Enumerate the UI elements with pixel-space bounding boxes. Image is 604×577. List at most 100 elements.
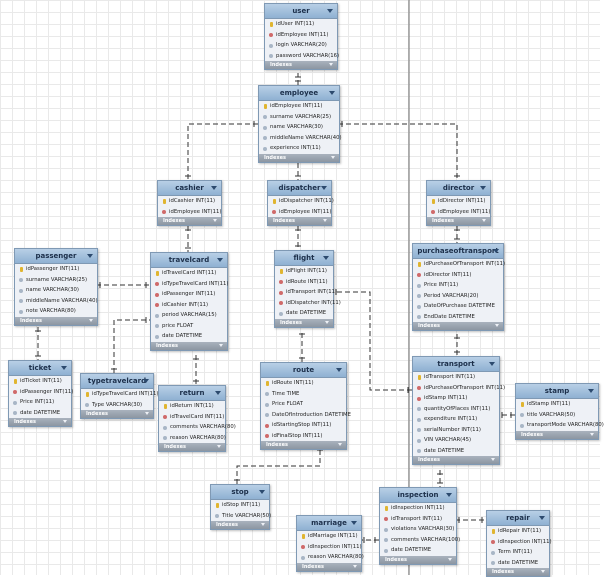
collapse-arrow-icon[interactable] [539,516,545,520]
column-row[interactable]: idPassenger INT(11) [15,264,97,275]
expand-indexes-icon[interactable] [448,557,452,561]
column-row[interactable]: note VARCHAR(80) [15,306,97,317]
column-row[interactable]: date DATETIME [275,308,333,319]
expand-indexes-icon[interactable] [63,420,67,423]
column-row[interactable]: middleName VARCHAR(40) [259,133,342,144]
column-row[interactable]: date DATETIME [9,408,71,419]
indexes-footer[interactable]: Indexes [380,555,456,564]
column-row[interactable]: violations VARCHAR(30) [380,524,456,535]
indexes-footer[interactable]: Indexes [275,318,333,327]
column-row[interactable]: reason VARCHAR(80) [159,433,226,444]
column-row[interactable]: title VARCHAR(50) [516,410,598,421]
column-row[interactable]: comments VARCHAR(100) [380,535,460,546]
collapse-arrow-icon[interactable] [446,493,452,497]
column-row[interactable]: transportMode VARCHAR(80) [516,420,604,431]
table-header-inspection[interactable]: inspection [380,488,456,503]
column-row[interactable]: serialNumber INT(11) [413,425,499,436]
column-row[interactable]: DateOfIntroduction DATETIME [261,410,351,421]
expand-indexes-icon[interactable] [219,343,223,347]
table-header-transport[interactable]: transport [413,357,499,372]
column-row[interactable]: idInspection INT(11) [297,542,362,553]
column-row[interactable]: VIN VARCHAR(45) [413,435,499,446]
column-row[interactable]: idRoute INT(11) [261,378,346,389]
column-row[interactable]: idTypeTravelCard INT(11) [81,389,158,400]
table-header-cashier[interactable]: cashier [158,181,221,196]
column-row[interactable]: idTransport INT(11) [275,287,337,298]
column-row[interactable]: idEmployee INT(11) [259,101,339,112]
column-row[interactable]: idFlight INT(11) [275,266,333,277]
indexes-footer[interactable]: Indexes [15,316,97,325]
column-row[interactable]: idPurchaseOfTransport INT(11) [413,259,505,270]
column-row[interactable]: idTicket INT(11) [9,376,71,387]
column-row[interactable]: password VARCHAR(16) [265,51,339,62]
table-header-route[interactable]: route [261,363,346,378]
collapse-arrow-icon[interactable] [211,186,217,190]
collapse-arrow-icon[interactable] [327,9,333,13]
column-row[interactable]: name VARCHAR(30) [15,285,97,296]
indexes-footer[interactable]: Indexes [158,217,221,225]
column-row[interactable]: idInspection INT(11) [487,537,552,548]
table-header-ticket[interactable]: ticket [9,361,71,376]
relation-stop-to-route[interactable] [236,446,321,484]
indexes-footer[interactable]: Indexes [151,341,227,350]
table-header-stop[interactable]: stop [211,485,269,500]
relation-employee-to-cashier[interactable] [187,123,258,180]
column-row[interactable]: idDirector INT(11) [427,196,490,207]
collapse-arrow-icon[interactable] [336,368,342,372]
column-row[interactable]: idFinalStop INT(11) [261,431,346,442]
column-row[interactable]: idCashier INT(11) [151,300,227,311]
column-row[interactable]: idReturn INT(11) [159,401,225,412]
column-row[interactable]: idEmployee INT(11) [427,207,490,218]
table-header-employee[interactable]: employee [259,86,339,101]
table-header-user[interactable]: user [265,4,337,19]
column-row[interactable]: idPurchaseOfTransport INT(11) [413,383,505,394]
collapse-arrow-icon[interactable] [489,362,495,366]
column-row[interactable]: idStop INT(11) [211,500,269,511]
column-row[interactable]: idStartingStop INT(11) [261,420,346,431]
expand-indexes-icon[interactable] [495,324,499,327]
collapse-arrow-icon[interactable] [259,490,265,494]
column-row[interactable]: Title VARCHAR(50) [211,511,271,522]
expand-indexes-icon[interactable] [353,564,357,568]
column-row[interactable]: surname VARCHAR(25) [15,275,97,286]
column-row[interactable]: idTravelCard INT(11) [151,268,227,279]
collapse-arrow-icon[interactable] [323,256,329,260]
column-row[interactable]: login VARCHAR(20) [265,40,337,51]
column-row[interactable]: surname VARCHAR(25) [259,112,339,123]
expand-indexes-icon[interactable] [482,219,486,222]
indexes-footer[interactable]: Indexes [268,217,331,225]
expand-indexes-icon[interactable] [323,219,327,222]
column-row[interactable]: idInspection INT(11) [380,503,456,514]
collapse-arrow-icon[interactable] [493,249,499,253]
column-row[interactable]: idCashier INT(11) [158,196,221,207]
indexes-footer[interactable]: Indexes [413,456,499,464]
table-header-typetravelcard[interactable]: typetravelcard [81,374,153,389]
table-header-purchaseoftransport[interactable]: purchaseoftransport [413,244,503,259]
expand-indexes-icon[interactable] [145,412,149,415]
column-row[interactable]: date DATETIME [151,331,227,342]
expand-indexes-icon[interactable] [213,219,217,222]
relation-typetravelcard-to-travelcard[interactable] [113,319,150,373]
column-row[interactable]: EndDate DATETIME [413,312,503,323]
collapse-arrow-icon[interactable] [480,186,486,190]
column-row[interactable]: quantityOfPlaces INT(11) [413,404,499,415]
table-header-return[interactable]: return [159,386,225,401]
column-row[interactable]: Period VARCHAR(20) [413,291,503,302]
column-row[interactable]: idEmployee INT(11) [265,30,337,41]
column-row[interactable]: reason VARCHAR(80) [297,552,364,563]
column-row[interactable]: idDispatcher INT(11) [275,298,341,309]
column-row[interactable]: idTransport INT(11) [413,372,499,383]
column-row[interactable]: expenditure INT(11) [413,414,499,425]
expand-indexes-icon[interactable] [338,443,342,446]
column-row[interactable]: idMarriage INT(11) [297,531,361,542]
table-header-stamp[interactable]: stamp [516,384,598,399]
